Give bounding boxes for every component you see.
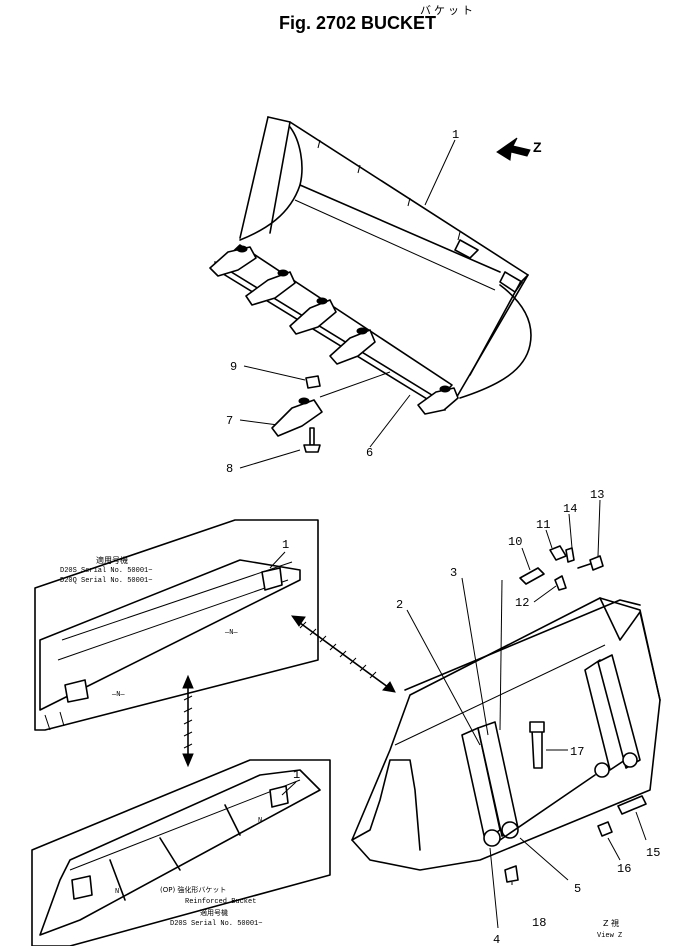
view-z-arrow: Z	[496, 137, 542, 161]
header: バケット Fig. 2702 BUCKET	[0, 0, 682, 40]
rear-bucket	[351, 597, 661, 871]
leaders-right	[406, 499, 647, 929]
callout-4: 4	[493, 933, 500, 946]
upper-box-line-2: D20Q Serial No. 50001~	[60, 577, 152, 585]
callout-17: 17	[570, 745, 584, 759]
callout-2: 2	[396, 598, 403, 612]
upper-variant-box: —N— —N— 1 適用号機 D20S Serial No. 50001~ D2…	[34, 519, 319, 731]
callout-10: 10	[508, 535, 522, 549]
subtitle-jp: バケット	[420, 4, 476, 17]
leaders-top	[239, 139, 456, 469]
tooth-parts	[271, 375, 323, 453]
svg-text:N: N	[115, 888, 119, 896]
svg-text:—N—: —N—	[224, 629, 238, 637]
upper-box-line-1: D20S Serial No. 50001~	[60, 567, 152, 575]
upper-box-callout: 1	[282, 538, 289, 552]
upper-box-title: 適用号機	[96, 555, 128, 565]
callout-7: 7	[226, 414, 233, 428]
svg-text:—N—: —N—	[111, 691, 125, 699]
callout-5: 5	[574, 882, 581, 896]
lower-box-op-jp: (OP) 強化形バケット	[160, 885, 226, 894]
callout-15: 15	[646, 846, 660, 860]
callout-16: 16	[617, 862, 631, 876]
callout-14: 14	[563, 502, 577, 516]
callout-13: 13	[590, 488, 604, 502]
view-arrow-label: Z	[533, 139, 542, 155]
callout-12: 12	[515, 596, 529, 610]
callout-9: 9	[230, 360, 237, 374]
lower-box-op-en: Reinforced Bucket	[185, 898, 256, 906]
lower-box-title: 適用号機	[200, 908, 228, 917]
callout-18: 18	[532, 916, 546, 930]
lower-box-line: D20S Serial No. 50001~	[170, 920, 262, 928]
main-bucket	[214, 116, 532, 411]
lower-box-callout: 1	[293, 768, 300, 782]
bucket-teeth	[209, 245, 459, 415]
view-label-en: View Z	[597, 932, 622, 940]
svg-text:N: N	[258, 817, 262, 825]
lower-variant-box: N N 1 (OP) 強化形バケット Reinforced Bucket 適用号…	[31, 759, 331, 946]
callout-6: 6	[366, 446, 373, 460]
callout-11: 11	[536, 518, 550, 532]
callout-8: 8	[226, 462, 233, 476]
callout-1: 1	[452, 128, 459, 142]
callout-3: 3	[450, 566, 457, 580]
hardware-parts	[504, 545, 647, 883]
relation-arrows	[182, 615, 396, 768]
view-label-jp: Z 視	[603, 919, 619, 928]
page-title: Fig. 2702 BUCKET	[279, 13, 437, 33]
